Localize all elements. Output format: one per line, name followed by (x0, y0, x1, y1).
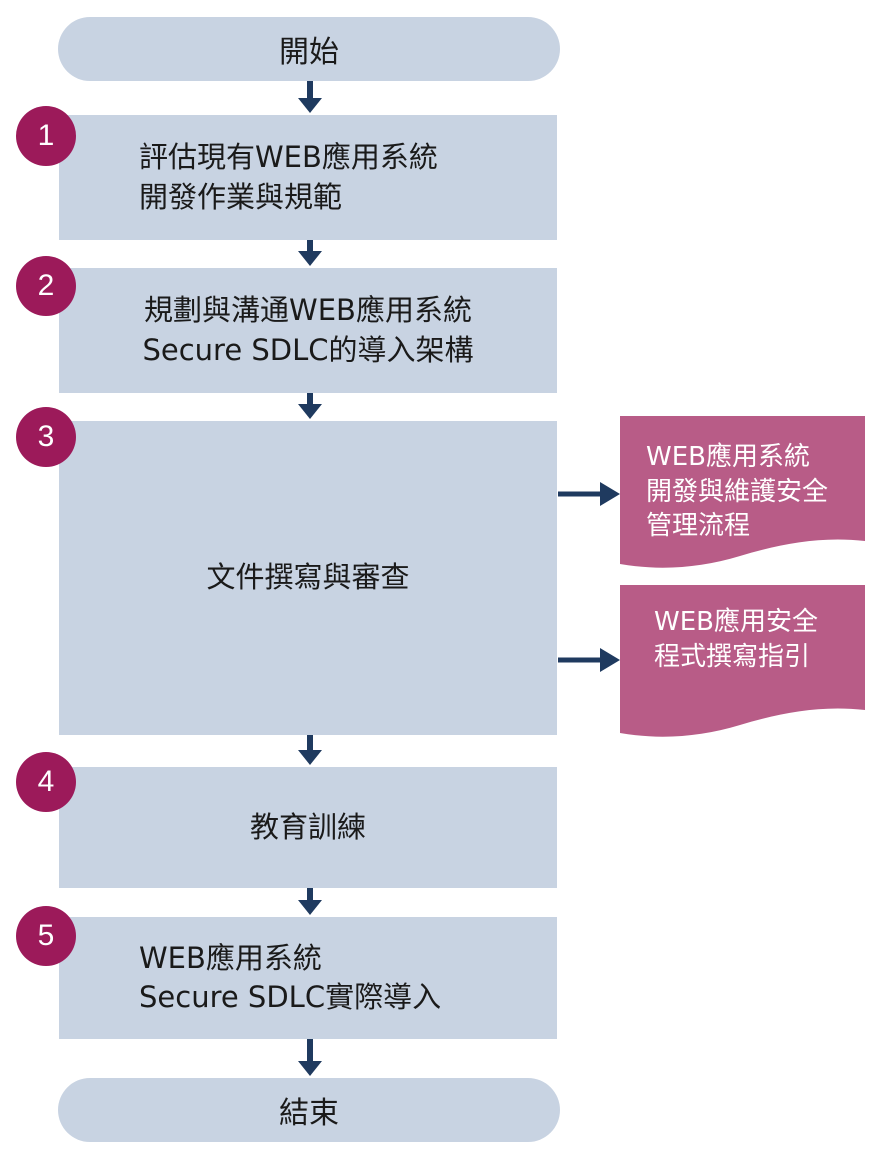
step-1-number: 1 (37, 119, 55, 152)
document-1-line-2: 開發與維護安全 (646, 476, 829, 507)
step-1-line-1: 評估現有WEB應用系統 (139, 140, 438, 175)
document-1-shape (620, 416, 865, 568)
document-1-text: WEB應用系統 開發與維護安全 管理流程 (620, 440, 865, 544)
step-5-line-1: WEB應用系統 (139, 940, 322, 975)
arrow-step5-to-end (298, 1039, 322, 1076)
step-2-badge: 2 (16, 256, 76, 316)
document-2-text: WEB應用安全 程式撰寫指引 (620, 605, 865, 674)
step-3-line-1: 文件撰寫與審查 (206, 560, 410, 595)
end-terminal: 結束 (58, 1078, 560, 1142)
step-4-box: 教育訓練 (59, 767, 557, 888)
step-4-number: 4 (37, 765, 55, 798)
step-3-badge: 3 (16, 407, 76, 467)
arrow-step2-to-step3 (298, 393, 322, 419)
step-2-number: 2 (37, 269, 55, 302)
document-2-line-2: 程式撰寫指引 (654, 641, 811, 672)
step-5-badge: 5 (16, 906, 76, 966)
document-1-line-1: WEB應用系統 (646, 442, 810, 472)
step-4-line-1: 教育訓練 (249, 809, 366, 844)
document-1-line-3: 管理流程 (646, 511, 751, 542)
step-1-line-2: 開發作業與規範 (139, 179, 343, 214)
arrow-step4-to-step5 (298, 888, 322, 915)
arrow-step3-to-document1 (558, 482, 620, 506)
start-terminal: 開始 (58, 17, 560, 81)
step-5-number: 5 (37, 919, 55, 952)
step-4-badge: 4 (16, 752, 76, 812)
arrow-step3-to-document2 (558, 648, 620, 672)
step-5-box: WEB應用系統 Secure SDLC實際導入 (59, 917, 557, 1039)
step-2-box: 規劃與溝通WEB應用系統 Secure SDLC的導入架構 (59, 268, 557, 393)
step-3-number: 3 (37, 420, 55, 453)
step-2-line-1: 規劃與溝通WEB應用系統 (144, 293, 472, 328)
step-2-line-2: Secure SDLC的導入架構 (142, 332, 474, 367)
step-3-box: 文件撰寫與審查 (59, 421, 557, 735)
step-5-line-2: Secure SDLC實際導入 (139, 980, 442, 1014)
arrow-step3-to-step4 (298, 735, 322, 765)
arrow-start-to-step1 (298, 81, 322, 113)
step-1-badge: 1 (16, 106, 76, 166)
end-label: 結束 (279, 1096, 339, 1131)
step-1-box: 評估現有WEB應用系統 開發作業與規範 (59, 115, 557, 240)
document-2-shape (620, 585, 865, 737)
arrow-step1-to-step2 (298, 240, 322, 266)
start-label: 開始 (279, 35, 339, 70)
document-2-line-1: WEB應用安全 (654, 607, 818, 637)
